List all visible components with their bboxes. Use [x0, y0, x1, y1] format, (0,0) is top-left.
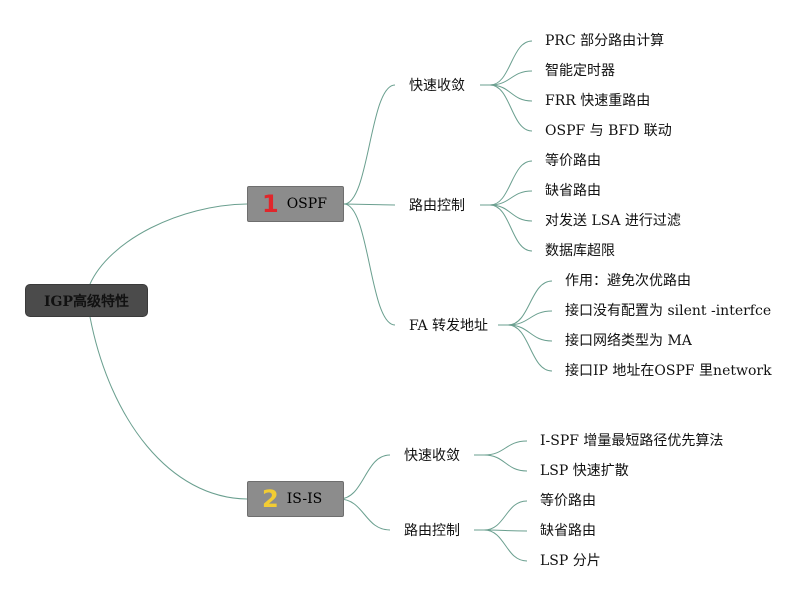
- topic-to-leaf-connector: [489, 84, 533, 102]
- isis-topic-route-control[interactable]: 路由控制: [404, 523, 460, 539]
- isis-number-badge: 2: [262, 485, 279, 513]
- isis-leaf[interactable]: LSP 快速扩散: [540, 463, 629, 479]
- ospf-leaf[interactable]: 接口网络类型为 MA: [565, 333, 692, 349]
- topic-to-leaf-connector: [489, 40, 533, 86]
- root-to-isis-connector: [89, 316, 248, 500]
- topic-to-leaf-connector: [489, 190, 533, 206]
- ospf-leaf[interactable]: FRR 快速重路由: [545, 93, 651, 109]
- isis-leaf[interactable]: 等价路由: [540, 493, 596, 509]
- isis-leaf[interactable]: I-SPF 增量最短路径优先算法: [540, 433, 724, 449]
- ospf-leaf[interactable]: 数据库超限: [545, 243, 615, 259]
- topic-to-leaf-connector: [483, 440, 528, 456]
- topic-to-leaf-connector: [489, 70, 533, 86]
- topic-to-leaf-connector: [507, 324, 553, 372]
- ospf-leaf[interactable]: 等价路由: [545, 153, 601, 169]
- topic-to-leaf-connector: [489, 84, 533, 132]
- isis-label: IS-IS: [286, 491, 323, 507]
- branch-ospf[interactable]: 1 OSPF: [247, 186, 344, 222]
- ospf-to-topic-connector: [343, 203, 396, 206]
- ospf-to-topic-connector: [343, 84, 396, 205]
- ospf-label: OSPF: [286, 196, 327, 212]
- isis-leaf[interactable]: LSP 分片: [540, 553, 601, 569]
- ospf-leaf[interactable]: 智能定时器: [545, 63, 615, 79]
- topic-to-leaf-connector: [483, 529, 528, 562]
- topic-to-leaf-connector: [483, 500, 528, 531]
- topic-to-leaf-connector: [489, 204, 533, 252]
- root-label: IGP高级特性: [43, 293, 130, 310]
- topic-to-leaf-connector: [489, 160, 533, 206]
- ospf-leaf[interactable]: 作用：避免次优路由: [565, 273, 691, 289]
- isis-topic-fast-convergence[interactable]: 快速收敛: [404, 448, 460, 464]
- isis-leaf[interactable]: 缺省路由: [540, 523, 596, 539]
- ospf-leaf[interactable]: 接口IP 地址在OSPF 里network: [565, 363, 772, 379]
- topic-to-leaf-connector: [507, 310, 553, 326]
- ospf-leaf[interactable]: OSPF 与 BFD 联动: [545, 123, 672, 139]
- ospf-topic-fast-convergence[interactable]: 快速收敛: [409, 78, 465, 94]
- ospf-topic-route-control[interactable]: 路由控制: [409, 198, 465, 214]
- ospf-topic-fa-forwarding-address[interactable]: FA 转发地址: [409, 318, 489, 334]
- root-node[interactable]: IGP高级特性: [25, 284, 148, 317]
- ospf-leaf[interactable]: PRC 部分路由计算: [545, 33, 665, 49]
- isis-to-topic-connector: [338, 454, 391, 500]
- ospf-leaf[interactable]: 对发送 LSA 进行过滤: [545, 213, 681, 229]
- ospf-leaf[interactable]: 缺省路由: [545, 183, 601, 199]
- ospf-to-topic-connector: [343, 203, 396, 326]
- root-to-ospf-connector: [89, 203, 248, 285]
- topic-to-leaf-connector: [507, 280, 553, 326]
- topic-to-leaf-connector: [483, 529, 528, 532]
- branch-isis[interactable]: 2 IS-IS: [247, 481, 344, 517]
- topic-to-leaf-connector: [489, 204, 533, 222]
- topic-to-leaf-connector: [483, 454, 528, 472]
- isis-to-topic-connector: [338, 498, 391, 531]
- ospf-number-badge: 1: [262, 190, 279, 218]
- topic-to-leaf-connector: [507, 324, 553, 342]
- ospf-leaf[interactable]: 接口没有配置为 silent -interfce: [565, 303, 772, 319]
